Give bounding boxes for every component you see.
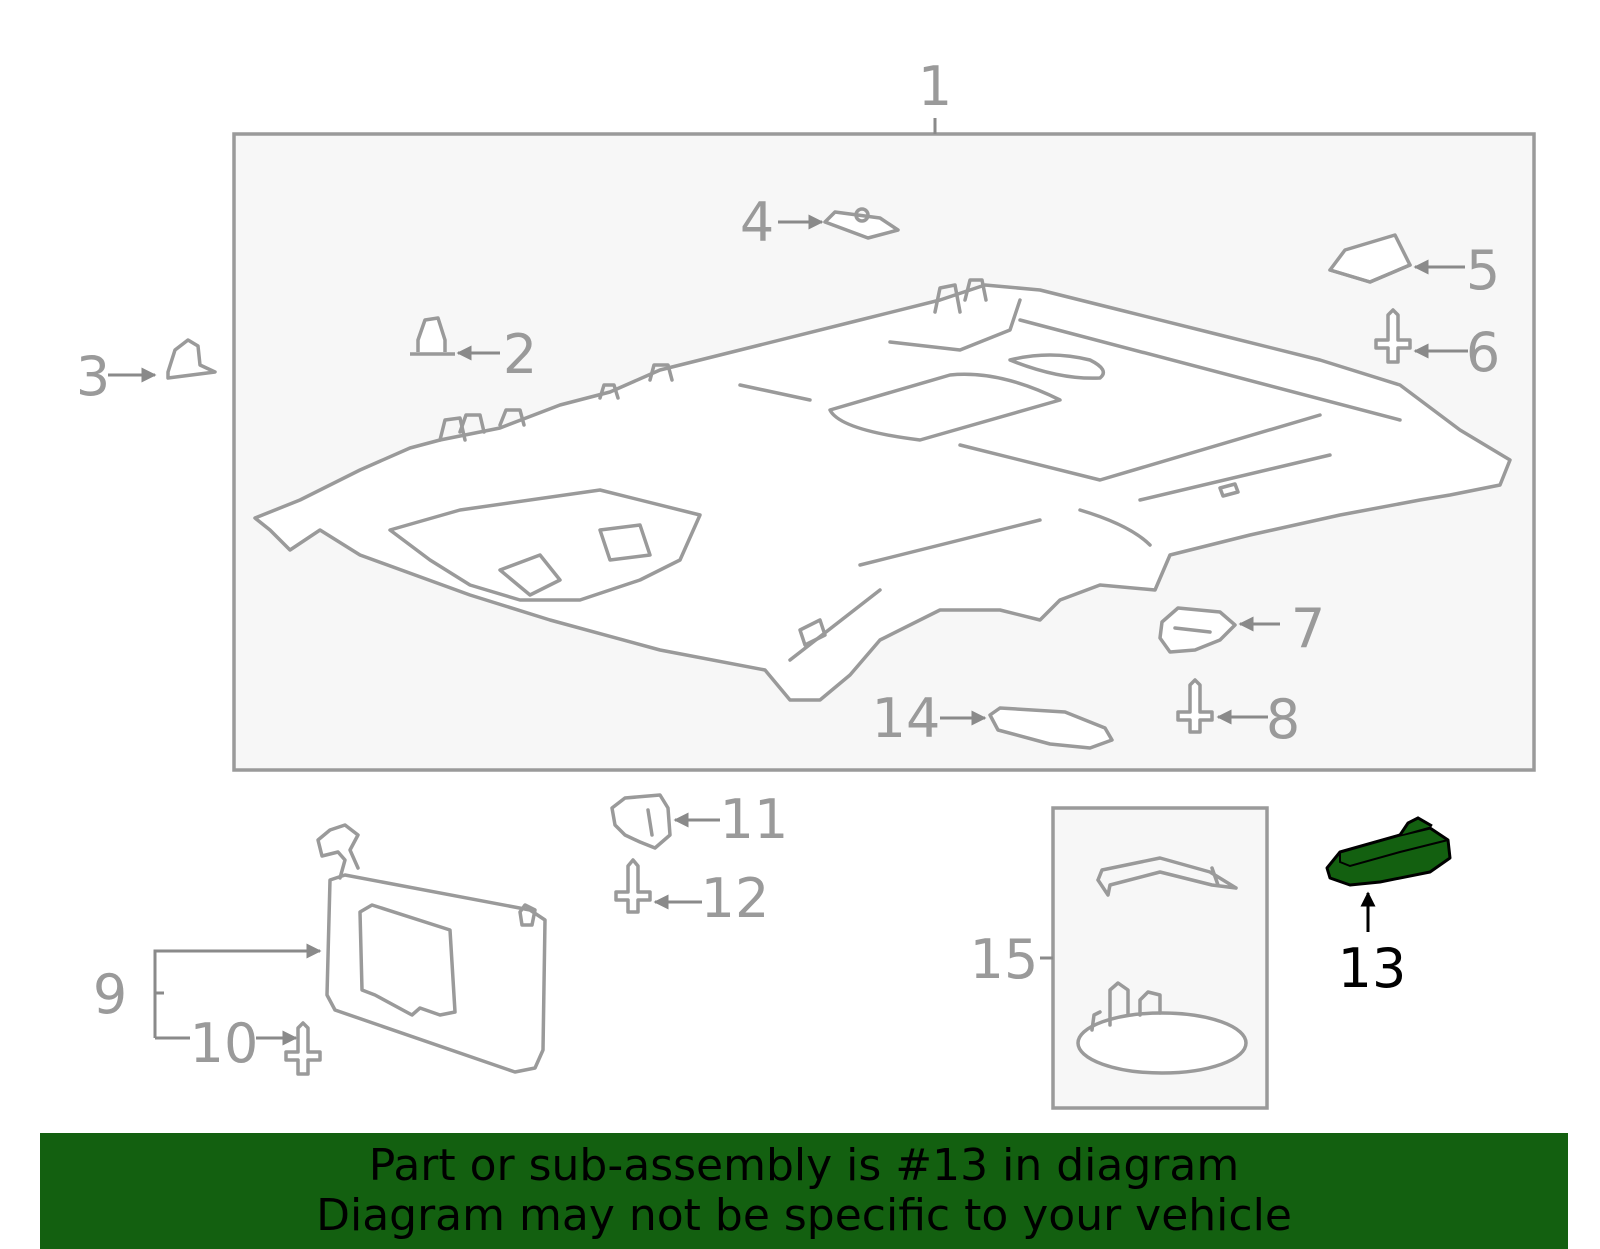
part-5-mount[interactable]: [1328, 233, 1465, 284]
part-4-bracket[interactable]: [778, 207, 900, 240]
callout-13: 13: [1338, 937, 1407, 1000]
part-7-bracket[interactable]: [1158, 606, 1280, 654]
part-2-clip[interactable]: [410, 316, 500, 361]
part-13-map-lamp[interactable]: [1325, 816, 1452, 932]
callout-12: 12: [701, 867, 770, 930]
part-10-screw[interactable]: [256, 1021, 322, 1076]
callout-11: 11: [720, 788, 789, 851]
callout-3: 3: [76, 345, 110, 408]
headliner-part[interactable]: [253, 278, 1512, 702]
callout-10: 10: [190, 1012, 259, 1075]
notice-banner: Part or sub-assembly is #13 in diagram D…: [40, 1133, 1568, 1249]
part-14-lens[interactable]: [940, 706, 1114, 750]
part-3-retainer[interactable]: [108, 338, 217, 383]
callout-4: 4: [740, 191, 774, 254]
part-12-screw[interactable]: [614, 858, 702, 914]
part-11-clip[interactable]: [610, 793, 720, 850]
banner-line-1: Part or sub-assembly is #13 in diagram: [368, 1140, 1240, 1191]
callout-7: 7: [1291, 597, 1325, 660]
callout-14: 14: [872, 687, 941, 750]
part-6-screw[interactable]: [1374, 308, 1468, 364]
callout-5: 5: [1466, 239, 1500, 302]
callout-15: 15: [970, 928, 1039, 991]
callout-8: 8: [1266, 688, 1300, 751]
banner-line-2: Diagram may not be specific to your vehi…: [316, 1190, 1292, 1241]
callout-2: 2: [503, 323, 537, 386]
part-8-screw[interactable]: [1176, 678, 1268, 734]
part-15-kit[interactable]: [1040, 806, 1269, 1110]
callout-1: 1: [918, 55, 952, 118]
part-9-sun-visor[interactable]: [153, 823, 547, 1074]
callout-9: 9: [93, 963, 127, 1026]
callout-6: 6: [1466, 321, 1500, 384]
